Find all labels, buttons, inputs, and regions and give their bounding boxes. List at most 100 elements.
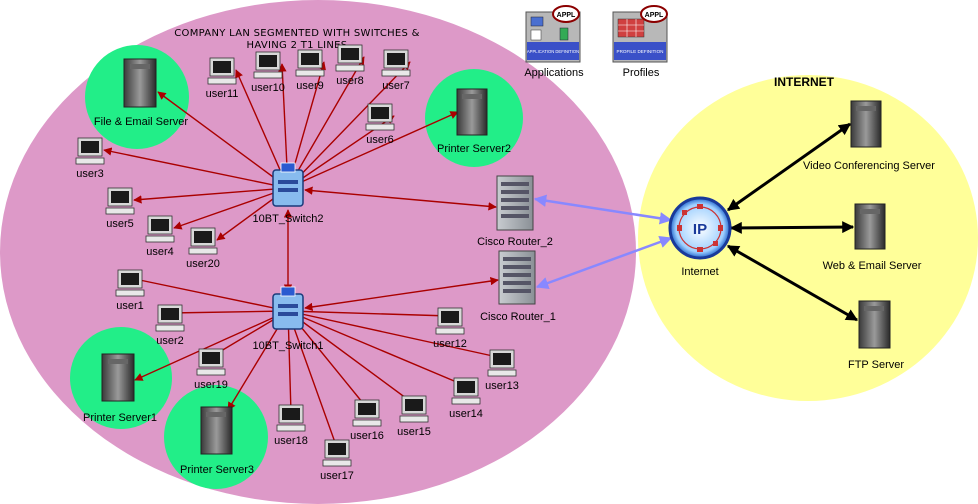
- server-panel: [108, 359, 128, 364]
- workstation-user10[interactable]: user10: [251, 51, 285, 94]
- printer-server1-node[interactable]: Printer Server1: [83, 353, 157, 424]
- keyboard-icon: [105, 207, 135, 215]
- server-panel: [856, 106, 876, 111]
- video-conferencing-server-node[interactable]: Video Conferencing Server: [803, 100, 935, 172]
- appl-badge-text: APPL: [557, 12, 576, 19]
- internet-node[interactable]: IP Internet: [668, 196, 732, 278]
- link-internet-ftp-server: [726, 244, 859, 322]
- file-email-server-label: File & Email Server: [94, 116, 188, 128]
- router-slot: [503, 265, 531, 269]
- ip-port: [682, 210, 687, 215]
- profiles-label: Profiles: [623, 67, 660, 79]
- screen: [405, 399, 423, 411]
- screen: [202, 352, 220, 364]
- workstation-user2[interactable]: user2: [155, 304, 185, 347]
- workstation-user6[interactable]: user6: [365, 103, 395, 146]
- link-switch1-user1: [129, 275, 289, 314]
- switch2-node[interactable]: 10BT_Switch2: [253, 162, 324, 225]
- screen: [282, 408, 300, 420]
- mail-icon: [530, 16, 544, 27]
- link-internet-web-email-server: [729, 221, 855, 234]
- ftp-server-label: FTP Server: [848, 359, 904, 371]
- keyboard-icon: [145, 235, 175, 243]
- workstation-label: user20: [186, 258, 220, 270]
- file-email-server-node[interactable]: File & Email Server: [94, 58, 188, 128]
- screen: [194, 231, 212, 243]
- web-email-server-node[interactable]: Web & Email Server: [823, 203, 922, 272]
- workstation-label: user5: [106, 218, 134, 230]
- web-email-server-label: Web & Email Server: [823, 260, 922, 272]
- keyboard-icon: [365, 123, 395, 131]
- router2-label: Cisco Router_2: [477, 236, 553, 248]
- router-slot: [501, 214, 529, 218]
- workstation-user19[interactable]: user19: [194, 348, 228, 391]
- workstation-user20[interactable]: user20: [186, 227, 220, 270]
- workstation-user3[interactable]: user3: [75, 137, 105, 180]
- workstation-user17[interactable]: user17: [320, 439, 354, 482]
- switch1-node[interactable]: 10BT_Switch1: [253, 286, 324, 352]
- link-switch1-user17: [286, 310, 339, 449]
- printer-server3-node[interactable]: Printer Server3: [180, 406, 254, 476]
- router-slot: [503, 289, 531, 293]
- screen: [371, 107, 389, 119]
- workstation-user8[interactable]: user8: [335, 44, 365, 87]
- workstation-user14[interactable]: user14: [449, 377, 483, 420]
- keyboard-icon: [253, 71, 283, 79]
- workstation-user9[interactable]: user9: [295, 49, 325, 92]
- workstation-label: user13: [485, 380, 519, 392]
- applications-node[interactable]: APPL APPLICATION DEFINITION Applications: [524, 5, 584, 79]
- profiles-caption-bar: [614, 42, 666, 60]
- workstation-user5[interactable]: user5: [105, 187, 135, 230]
- keyboard-icon: [352, 419, 382, 427]
- workstation-label: user18: [274, 435, 308, 447]
- profiles-node[interactable]: APPL PROFILE DEFINITION Profiles: [612, 5, 668, 79]
- keyboard-icon: [207, 77, 237, 85]
- internet-label: Internet: [681, 266, 718, 278]
- workstation-label: user6: [366, 134, 394, 146]
- screen: [493, 353, 511, 365]
- screen: [341, 48, 359, 60]
- workstation-user13[interactable]: user13: [485, 349, 519, 392]
- workstation-label: user9: [296, 80, 324, 92]
- printer-server2-node[interactable]: Printer Server2: [437, 88, 511, 155]
- workstation-user4[interactable]: user4: [145, 215, 175, 258]
- workstation-label: user11: [206, 88, 239, 100]
- lan-title-line2: HAVING 2 T1 LINES: [247, 40, 348, 51]
- ip-port: [697, 204, 703, 209]
- keyboard-icon: [196, 368, 226, 376]
- workstation-user1[interactable]: user1: [115, 269, 145, 312]
- router1-node[interactable]: Cisco Router_1: [480, 250, 556, 323]
- workstation-user11[interactable]: user11: [206, 57, 239, 100]
- grid-icon: [617, 18, 645, 38]
- screen: [81, 141, 99, 153]
- ftp-server-node[interactable]: FTP Server: [848, 300, 904, 371]
- printer-server3-label: Printer Server3: [180, 464, 254, 476]
- workstation-user12[interactable]: user12: [433, 307, 467, 350]
- keyboard-icon: [381, 69, 411, 77]
- workstation-label: user17: [320, 470, 354, 482]
- router-slot: [503, 257, 531, 261]
- workstation-user7[interactable]: user7: [381, 49, 411, 92]
- links-layer: [103, 56, 859, 449]
- router-slot: [503, 281, 531, 285]
- workstation-user15[interactable]: user15: [397, 395, 431, 438]
- workstation-label: user14: [449, 408, 483, 420]
- router1-label: Cisco Router_1: [480, 311, 556, 323]
- keyboard-icon: [276, 424, 306, 432]
- link-switch2-file-email-server: [157, 91, 289, 189]
- screen: [161, 308, 179, 320]
- workstation-label: user4: [146, 246, 174, 258]
- workstation-user18[interactable]: user18: [274, 404, 308, 447]
- link-switch2-printer-server2: [287, 111, 459, 189]
- keyboard-icon: [75, 157, 105, 165]
- ip-port: [713, 241, 718, 246]
- switch1-label: 10BT_Switch1: [253, 340, 324, 352]
- keyboard-icon: [451, 397, 481, 405]
- switch-port: [278, 312, 298, 316]
- router-slot: [501, 182, 529, 186]
- db-icon: [559, 27, 569, 41]
- workstation-label: user1: [116, 300, 144, 312]
- router2-node[interactable]: Cisco Router_2: [477, 175, 553, 248]
- workstation-user16[interactable]: user16: [350, 399, 384, 442]
- keyboard-icon: [295, 69, 325, 77]
